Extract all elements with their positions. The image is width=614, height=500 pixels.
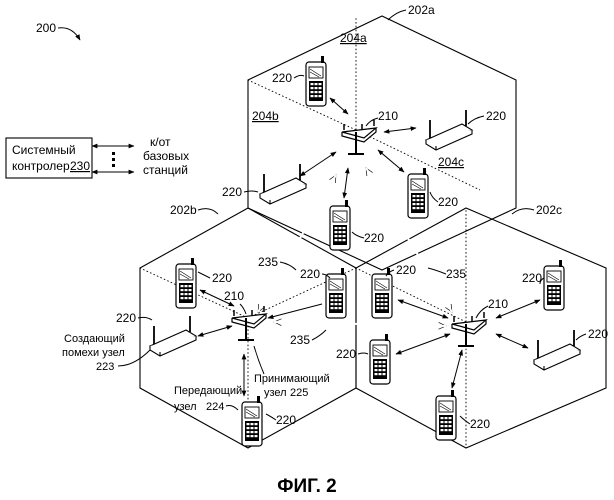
backhaul-ref-right: 235	[446, 267, 466, 281]
base-station-right-ref: 210	[488, 297, 508, 311]
base-station-top	[342, 120, 376, 154]
phone-top-3-leader	[352, 232, 364, 238]
sector-label-c: 204c	[438, 155, 464, 169]
link-right-4	[452, 350, 462, 388]
cell-label-top-leader	[388, 10, 406, 20]
phone-right-4-ref: 220	[470, 417, 490, 431]
controller-link-text-1: к/от	[150, 135, 171, 149]
phone-top-1	[306, 56, 326, 106]
link-right-router	[496, 334, 528, 348]
phone-right-3-ref: 220	[336, 347, 356, 361]
router-top-right-leader	[468, 116, 484, 124]
phone-top-1-leader	[294, 75, 304, 78]
router-top-left	[260, 164, 306, 204]
cell-label-left-leader	[198, 209, 218, 214]
receiving-node-leader	[254, 346, 264, 374]
router-top-left-ref: 220	[222, 185, 242, 199]
controller-link-dots	[112, 152, 115, 167]
phone-left-transmitting-ref: 220	[276, 413, 296, 427]
transmitting-node-ref: 224	[206, 401, 224, 413]
router-right	[534, 330, 580, 370]
phone-top-2	[408, 168, 428, 218]
phone-right-2-ref: 220	[522, 271, 542, 285]
router-top-left-leader	[244, 191, 258, 192]
system-controller-line1: Системный	[12, 143, 76, 157]
link-right-1	[398, 300, 448, 318]
base-station-right-leader	[476, 306, 488, 318]
router-top-right-ref: 220	[486, 109, 506, 123]
interfering-node-ref: 223	[96, 361, 114, 373]
receiving-node-label-1: Принимающий	[254, 373, 330, 385]
system-controller-line2: контролер	[12, 159, 70, 173]
base-station-top-leader	[366, 118, 378, 126]
phone-right-3-leader	[358, 353, 368, 354]
phone-right-2	[544, 260, 564, 310]
phone-right-1-ref: 220	[396, 263, 416, 277]
link-left-2	[268, 304, 322, 318]
figure-pointer-arrow	[58, 28, 80, 40]
phone-right-4-leader	[460, 416, 470, 424]
backhaul-left-right	[274, 322, 446, 326]
router-right-leader	[576, 334, 586, 340]
cell-label-top: 202a	[408, 3, 435, 17]
base-station-left-ref: 210	[224, 289, 244, 303]
transmitting-node-label-1: Передающий	[174, 385, 242, 397]
receiving-node-label-2: узел	[264, 387, 287, 399]
interfering-node-label-2: помехи узел	[62, 347, 125, 359]
phone-top-3	[330, 200, 350, 250]
system-controller: Системный контролер 230	[6, 138, 92, 178]
base-station-top-ref: 210	[378, 109, 398, 123]
link-top-1	[330, 98, 348, 114]
phone-left-1-leader	[198, 272, 210, 278]
sector-label-b: 204b	[252, 109, 279, 123]
router-top-right	[426, 110, 472, 150]
router-left-interferer	[150, 316, 196, 356]
phone-right-3	[370, 334, 390, 384]
interfering-node-label-1: Создающий	[64, 333, 125, 345]
receiving-node-ref: 225	[290, 387, 308, 399]
link-right-3	[396, 334, 450, 354]
phone-left-2-ref: 220	[300, 267, 320, 281]
phone-right-4	[436, 390, 456, 440]
phone-top-2-ref: 220	[438, 195, 458, 209]
phone-left-2	[326, 268, 346, 318]
cell-label-right: 202c	[536, 203, 562, 217]
link-top-router-left	[300, 152, 336, 176]
link-top-2	[378, 150, 404, 172]
base-station-left-leader	[240, 304, 246, 314]
phone-left-transmitting-leader	[266, 414, 276, 420]
backhaul-ref-left: 235	[258, 255, 278, 269]
phone-left-1	[176, 258, 196, 308]
link-top-3	[344, 168, 348, 198]
transmitting-node-label-2: узел	[174, 401, 197, 413]
backhaul-ref-right-leader	[428, 268, 446, 274]
phone-left-transmitting	[242, 396, 262, 446]
link-left-router	[198, 326, 232, 336]
system-controller-ref: 230	[70, 159, 90, 173]
phone-top-3-ref: 220	[364, 231, 384, 245]
router-right-ref: 220	[588, 327, 608, 341]
router-left-ref: 220	[116, 311, 136, 325]
base-station-right	[452, 312, 486, 346]
link-top-router	[384, 128, 416, 132]
phone-top-1-ref: 220	[272, 71, 292, 85]
transmitting-node-leader	[226, 406, 238, 411]
cell-label-left: 202b	[170, 203, 197, 217]
sector-label-a: 204a	[340, 31, 367, 45]
base-station-left	[232, 306, 266, 340]
backhaul-ref-bottom-leader	[312, 330, 326, 340]
figure-number: 200	[36, 21, 56, 35]
phone-top-2-leader	[430, 192, 438, 202]
phone-left-1-ref: 220	[212, 271, 232, 285]
controller-link-text-3: станций	[143, 163, 188, 177]
cell-label-right-leader	[512, 209, 534, 214]
figure-caption: ФИГ. 2	[277, 476, 336, 497]
phone-right-1	[372, 268, 392, 318]
backhaul-ref-bottom: 235	[290, 333, 310, 347]
controller-link-text-2: базовых	[143, 149, 189, 163]
